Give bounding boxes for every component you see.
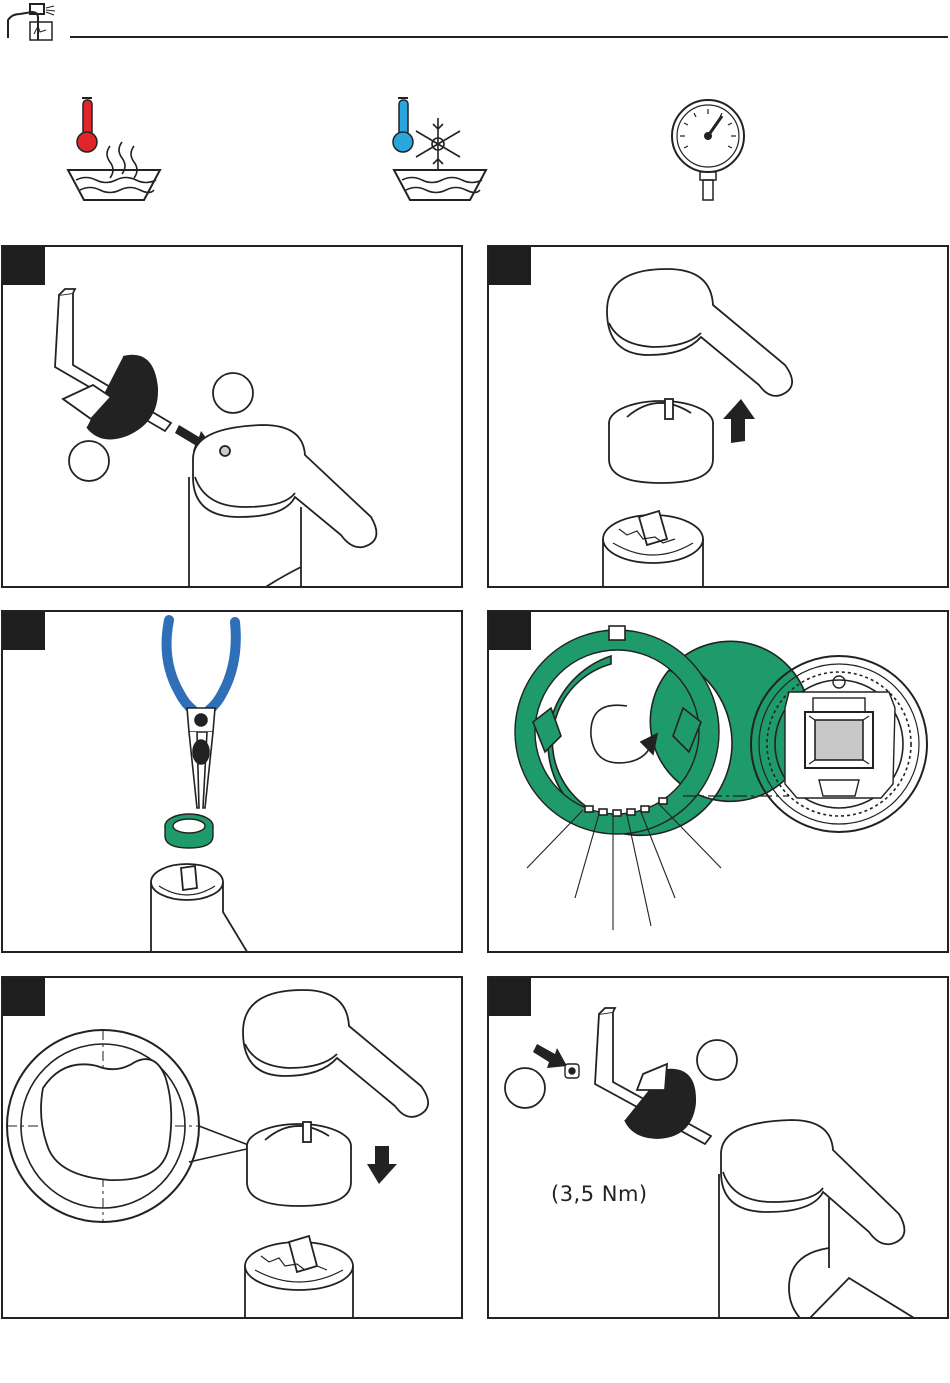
hand-spray-cleaning-icon (2, 0, 62, 50)
step-6-panel: (3,5 Nm) (487, 976, 949, 1319)
cap-icon (609, 399, 713, 483)
header-rule (70, 36, 948, 38)
step-1-panel (1, 245, 463, 588)
hot-water-icon (62, 96, 172, 206)
step-3-panel (1, 610, 463, 953)
green-limiter-ring-icon (165, 814, 213, 848)
up-arrow-icon (723, 399, 755, 443)
handle-lever-icon (607, 269, 792, 396)
handle-lever-icon (189, 425, 376, 588)
step-5-panel (1, 976, 463, 1319)
cold-water-icon (388, 96, 498, 206)
torque-label: (3,5 Nm) (551, 1182, 648, 1206)
screw-icon (565, 1064, 579, 1078)
step-4-panel (487, 610, 949, 953)
cap-detail-zoom-icon (7, 1030, 251, 1222)
down-arrow-icon (367, 1146, 397, 1184)
green-limiter-ring-icon (515, 626, 810, 835)
step-2-panel (487, 245, 949, 588)
insert-arrow-icon (533, 1044, 567, 1068)
handle-lever-icon (243, 990, 428, 1117)
cartridge-body-icon (245, 1236, 353, 1319)
cartridge-body-icon (603, 511, 703, 588)
cap-icon (247, 1122, 351, 1206)
rotate-clockwise-icon (591, 705, 657, 763)
pressure-gauge-icon (664, 96, 754, 206)
handle-lever-icon (719, 1120, 919, 1319)
pliers-icon (167, 620, 236, 808)
cartridge-body-icon (151, 864, 249, 953)
